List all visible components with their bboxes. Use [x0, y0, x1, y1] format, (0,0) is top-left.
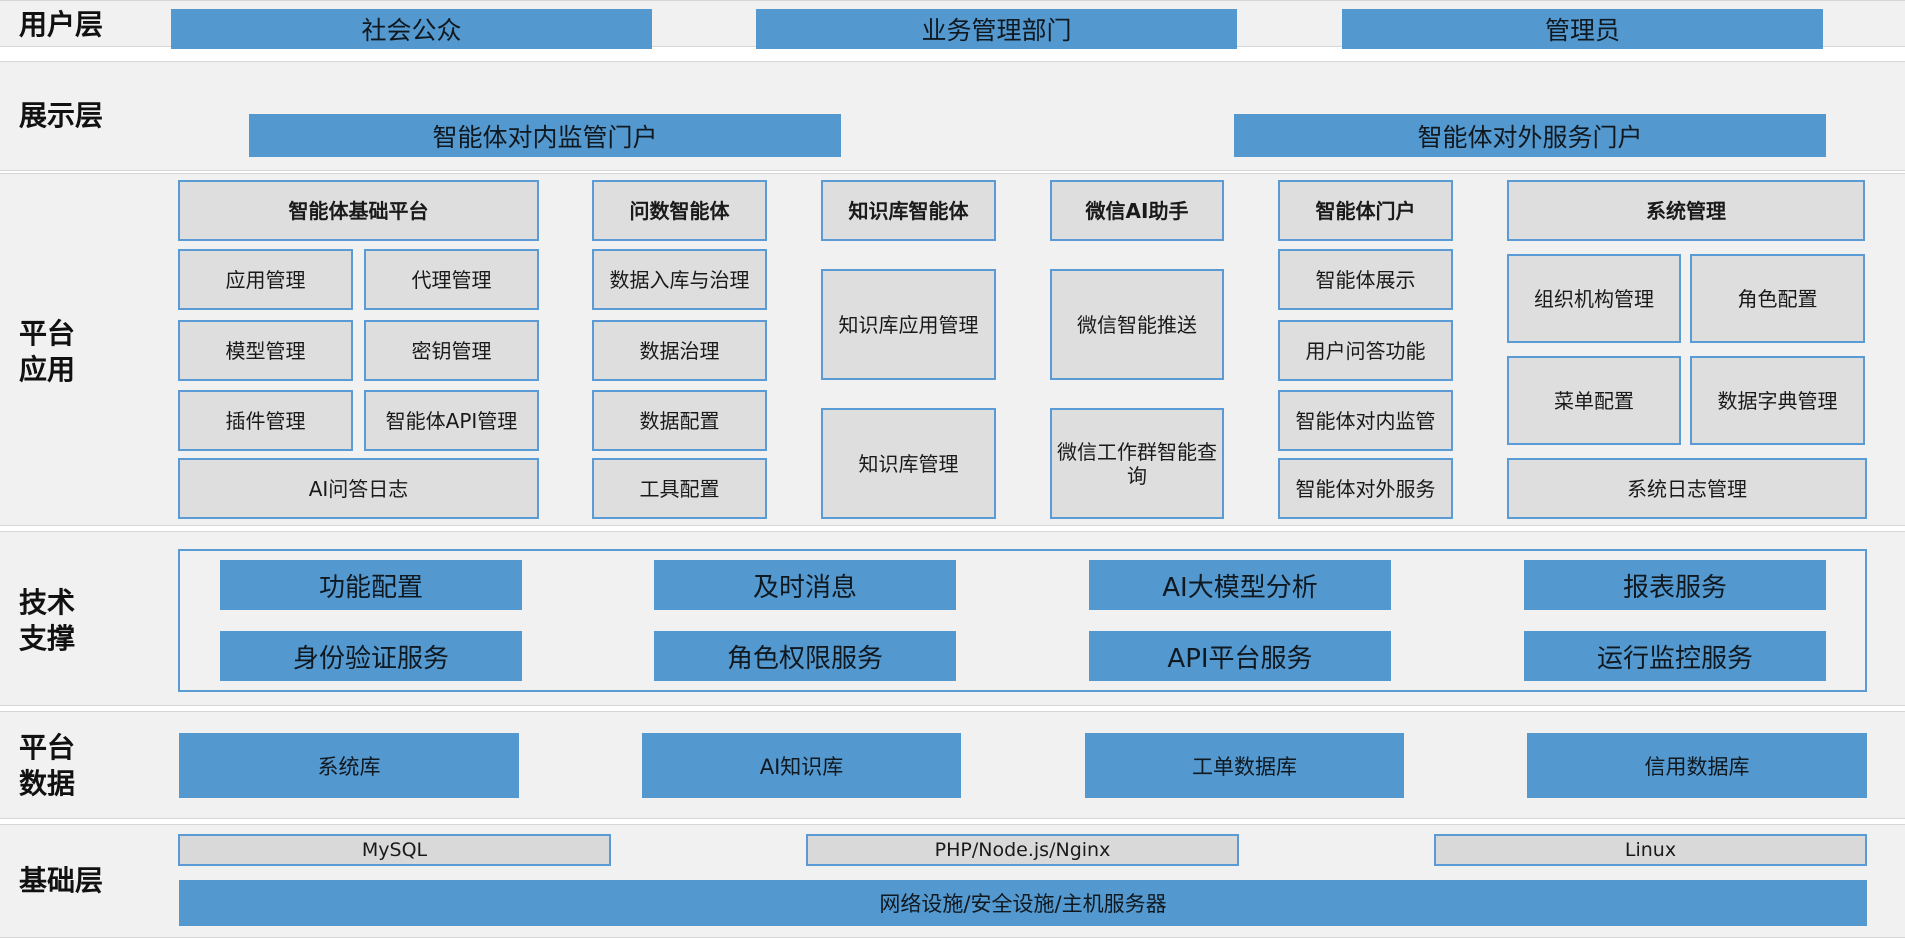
user-admin-box: 管理员: [1342, 9, 1823, 49]
tech-item: AI大模型分析: [1089, 560, 1391, 610]
tech-item: 运行监控服务: [1524, 631, 1826, 681]
data-agent-item: 数据配置: [592, 390, 767, 451]
wechat-ai-title: 微信AI助手: [1050, 180, 1224, 241]
agent-platform-item: 智能体API管理: [364, 390, 539, 451]
data-store-box: AI知识库: [642, 733, 961, 798]
wechat-ai-item: 微信智能推送: [1050, 269, 1224, 380]
infra-base-box: 网络设施/安全设施/主机服务器: [179, 880, 1867, 926]
agent-portal-title: 智能体门户: [1278, 180, 1453, 241]
sys-mgmt-item: 数据字典管理: [1690, 356, 1865, 445]
sys-mgmt-item: 菜单配置: [1507, 356, 1681, 445]
user-public-box: 社会公众: [171, 9, 652, 49]
tech-item: 及时消息: [654, 560, 956, 610]
agent-platform-item: 密钥管理: [364, 320, 539, 381]
kb-agent-title: 知识库智能体: [821, 180, 996, 241]
data-agent-title: 问数智能体: [592, 180, 767, 241]
agent-platform-item: 插件管理: [178, 390, 353, 451]
sys-mgmt-title: 系统管理: [1507, 180, 1865, 241]
tech-item: 身份验证服务: [220, 631, 522, 681]
agent-portal-item: 智能体对外服务: [1278, 458, 1453, 519]
user-business-dept-box: 业务管理部门: [756, 9, 1237, 49]
sys-mgmt-item: 系统日志管理: [1507, 458, 1867, 519]
infra-tag-runtime: PHP/Node.js/Nginx: [806, 834, 1239, 866]
external-portal-box: 智能体对外服务门户: [1234, 114, 1826, 157]
agent-platform-item: 应用管理: [178, 249, 353, 310]
display-layer-band: 展示层 智能体对内监管门户 智能体对外服务门户: [0, 61, 1905, 171]
agent-platform-item: AI问答日志: [178, 458, 539, 519]
tech-item: 报表服务: [1524, 560, 1826, 610]
infra-tag-mysql: MySQL: [178, 834, 611, 866]
platform-app-label: 平台 应用: [19, 317, 76, 386]
agent-portal-item: 智能体展示: [1278, 249, 1453, 310]
tech-support-frame: [178, 549, 1867, 692]
agent-platform-item: 模型管理: [178, 320, 353, 381]
data-store-box: 系统库: [179, 733, 519, 798]
sys-mgmt-item: 组织机构管理: [1507, 254, 1681, 343]
tech-item: API平台服务: [1089, 631, 1391, 681]
internal-portal-box: 智能体对内监管门户: [249, 114, 841, 157]
kb-agent-item: 知识库应用管理: [821, 269, 996, 380]
tech-support-label: 技术 支撑: [19, 586, 76, 655]
infra-tag-linux: Linux: [1434, 834, 1867, 866]
infra-label: 基础层: [19, 864, 104, 897]
agent-portal-item: 用户问答功能: [1278, 320, 1453, 381]
data-agent-item: 工具配置: [592, 458, 767, 519]
display-layer-label: 展示层: [19, 99, 104, 132]
data-store-box: 工单数据库: [1085, 733, 1404, 798]
kb-agent-item: 知识库管理: [821, 408, 996, 519]
user-layer-label: 用户层: [19, 8, 104, 41]
data-agent-item: 数据入库与治理: [592, 249, 767, 310]
wechat-ai-item: 微信工作群智能查询: [1050, 408, 1224, 519]
agent-platform-title: 智能体基础平台: [178, 180, 539, 241]
user-layer-band: 用户层 社会公众 业务管理部门 管理员: [0, 0, 1905, 49]
sys-mgmt-item: 角色配置: [1690, 254, 1865, 343]
agent-portal-item: 智能体对内监管: [1278, 390, 1453, 451]
platform-data-label: 平台 数据: [19, 731, 76, 800]
tech-item: 功能配置: [220, 560, 522, 610]
agent-platform-item: 代理管理: [364, 249, 539, 310]
data-agent-item: 数据治理: [592, 320, 767, 381]
data-store-box: 信用数据库: [1527, 733, 1867, 798]
tech-item: 角色权限服务: [654, 631, 956, 681]
